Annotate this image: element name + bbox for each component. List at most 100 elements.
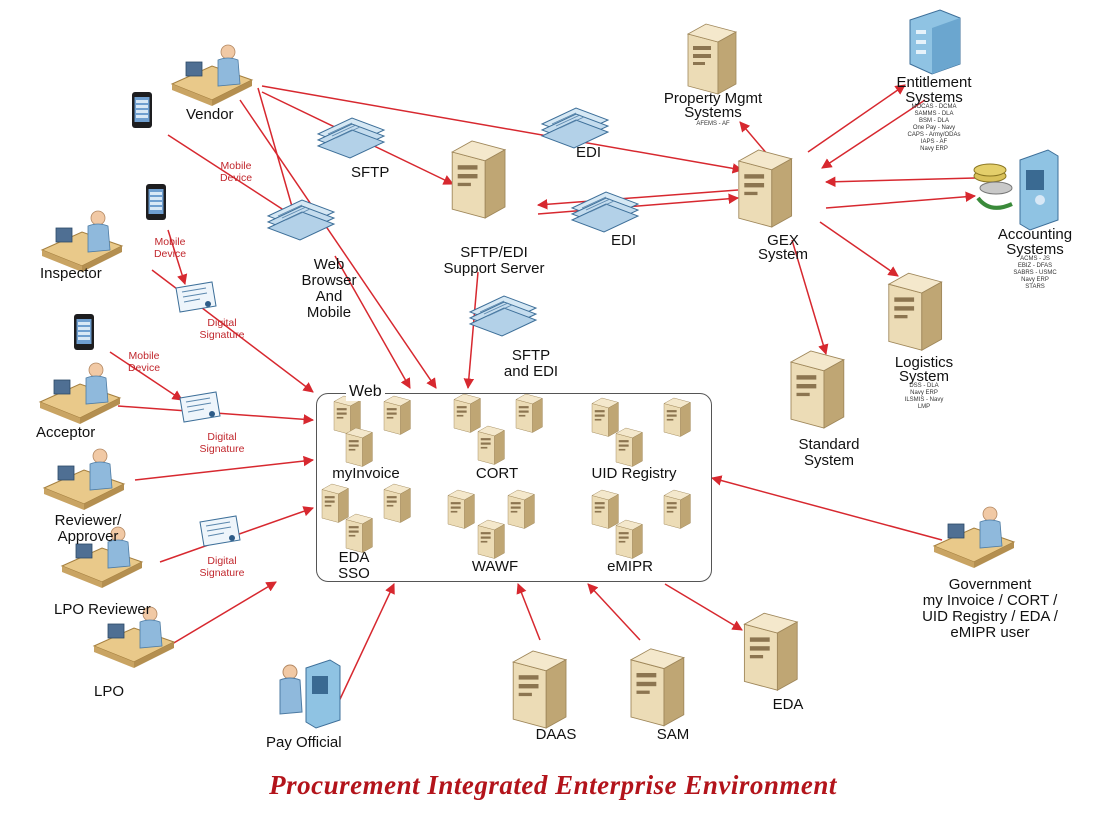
- government-person-icon: [933, 506, 1015, 569]
- entitlement-label-2: Systems: [905, 89, 963, 106]
- mobile-device-label-1a: Mobile: [220, 160, 252, 172]
- web-browser-label-3: And: [315, 288, 343, 305]
- property-label-2: Systems: [684, 104, 742, 121]
- edi-top-label: EDI: [576, 144, 602, 161]
- arrow-gex-to-accounting: [825, 191, 977, 209]
- arrow-gex-to-standard: [791, 239, 829, 356]
- reviewer-label-line2: Approver: [57, 528, 119, 545]
- app-label-cort: CORT: [475, 465, 519, 482]
- app-label-sso: SSO: [338, 565, 370, 582]
- sftp-and-edi-label-1: SFTP: [511, 347, 551, 364]
- accounting-atm-icon: [1019, 149, 1059, 231]
- digital-certificate-icon: [179, 391, 221, 423]
- accounting-label-1: Accounting: [997, 226, 1073, 243]
- arrow-reviewer-to-web: [134, 455, 315, 481]
- web-container-title: Web: [346, 383, 385, 401]
- arrow-gex-to-support: [536, 189, 739, 210]
- arrow-daas-to-web: [516, 583, 541, 641]
- sam-label: SAM: [656, 726, 690, 743]
- arrow-entitlement-to-gex: [821, 99, 926, 169]
- digital-signature-label-1b: Signature: [199, 329, 245, 341]
- lpo-label: LPO: [94, 683, 125, 700]
- mobile-phone-icon: [146, 184, 166, 220]
- reviewer-person-icon: [43, 448, 125, 511]
- arrow-lpo-to-web: [161, 581, 277, 651]
- gex-label-1: GEX: [767, 232, 799, 249]
- government-label-line4: eMIPR user: [950, 624, 1030, 641]
- vendor-person-icon: [171, 44, 253, 107]
- mobile-phone-icon: [74, 314, 94, 350]
- vendor-label: Vendor: [186, 106, 234, 123]
- web-browser-label-2: Browser: [301, 272, 357, 289]
- digital-certificate-icon: [175, 281, 217, 313]
- digital-signature-label-1a: Digital: [207, 317, 237, 329]
- arrow-vendor-to-web: [239, 99, 437, 389]
- arrow-vendor-to-gex: [261, 85, 744, 174]
- arrow-gex-to-property: [739, 121, 769, 156]
- arrow-gex-to-entitlement: [807, 84, 906, 153]
- diagram-caption: Procurement Integrated Enterprise Enviro…: [269, 770, 837, 800]
- arrow-gex-to-logistics: [819, 221, 899, 277]
- arrow-sam-to-web: [587, 583, 641, 641]
- mobile-device-label-3b: Device: [127, 362, 161, 374]
- arrow-payofficial-to-web: [333, 583, 395, 713]
- coins-icon: [973, 163, 1013, 210]
- app-label-wawf: WAWF: [471, 558, 519, 575]
- logistics-label-1: Logistics: [894, 354, 954, 371]
- eda-label: EDA: [772, 696, 804, 713]
- acceptor-label: Acceptor: [36, 424, 96, 441]
- government-label-line1: Government: [948, 576, 1032, 593]
- property-label-1: Property Mgmt: [663, 90, 763, 107]
- sam-server-tower-icon: [630, 648, 685, 727]
- mobile-device-label-2a: Mobile: [154, 236, 186, 248]
- arrow-vendor-to-browser: [257, 87, 294, 211]
- app-label-uid-registry: UID Registry: [591, 465, 677, 482]
- arrow-support-to-web: [463, 271, 479, 390]
- arrow-inspector-phone: [167, 229, 188, 286]
- support-server-label-2: Support Server: [443, 260, 545, 277]
- web-container: [316, 393, 712, 582]
- inspector-label: Inspector: [40, 265, 102, 282]
- arrow-phone-to-browser: [167, 134, 297, 219]
- sftp-and-edi-label-2: and EDI: [503, 363, 559, 380]
- acceptor-person-icon: [39, 362, 121, 425]
- gex-server-tower-icon: [738, 149, 793, 228]
- arrow-browser-to-web: [334, 255, 411, 389]
- pay-official-label: Pay Official: [266, 734, 342, 751]
- digital-signature-label-2a: Digital: [207, 431, 237, 443]
- mobile-device-label-2b: Device: [153, 248, 187, 260]
- daas-server-tower-icon: [512, 650, 567, 729]
- eda-server-tower-icon: [743, 612, 798, 691]
- gex-label-2: System: [757, 246, 809, 263]
- logistics-server-tower-icon: [888, 272, 943, 351]
- mobile-device-label-3a: Mobile: [128, 350, 160, 362]
- daas-label: DAAS: [535, 726, 577, 743]
- reviewer-label-line1: Reviewer/: [54, 512, 122, 529]
- lpo-reviewer-label: LPO Reviewer: [54, 601, 151, 618]
- support-server-label-1: SFTP/EDI: [460, 244, 528, 261]
- entitlement-label-1: Entitlement: [896, 74, 972, 91]
- digital-signature-label-3b: Signature: [199, 567, 245, 579]
- property-server-tower-icon: [687, 23, 737, 95]
- pay-official-atm-icon: [279, 659, 341, 729]
- app-label-eda: EDA: [338, 549, 370, 566]
- standard-server-tower-icon: [790, 350, 845, 429]
- web-browser-label-4: Mobile: [306, 304, 352, 321]
- accounting-systems-list: ACMS - JS EBIZ - DFAS SABRS - USMC Navy …: [1013, 256, 1057, 290]
- government-label-line2: my Invoice / CORT /: [922, 592, 1058, 609]
- sftp-edi-document-stack-icon: [469, 295, 537, 337]
- arrows: [109, 84, 977, 713]
- entitlement-systems-list: MOCAS - DCMA SAMMS - DLA BSM - DLA One P…: [907, 104, 961, 152]
- building-icon: [909, 9, 961, 75]
- arrow-web-to-eda: [664, 583, 743, 631]
- digital-signature-label-3a: Digital: [207, 555, 237, 567]
- sftp-label: SFTP: [351, 164, 390, 181]
- mobile-phone-icon: [132, 92, 152, 128]
- mobile-device-label-1b: Device: [219, 172, 253, 184]
- standard-label-2: System: [803, 452, 855, 469]
- accounting-label-2: Systems: [1006, 241, 1064, 258]
- edi-top-document-stack-icon: [541, 107, 609, 149]
- web-browser-label-1: Web: [313, 256, 345, 273]
- arrow-government-to-web: [710, 475, 943, 541]
